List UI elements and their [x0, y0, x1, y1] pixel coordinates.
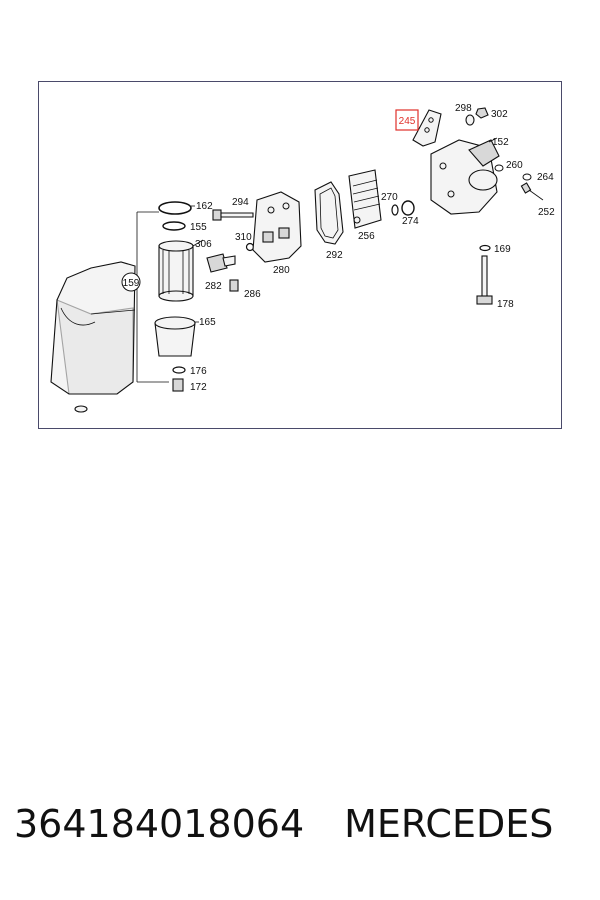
callout-162: 162: [196, 201, 213, 212]
seal-ring-274: [401, 200, 415, 216]
seal-310: [245, 242, 255, 252]
filter-element-306: [158, 239, 204, 302]
filter-cup-165: [154, 316, 199, 357]
callout-264: 264: [537, 172, 554, 183]
callout-245: 245: [399, 116, 416, 127]
washer-298: [465, 114, 475, 126]
diagram-frame: 159 162 155 306 165 176 172 294: [38, 81, 562, 429]
callout-292: 292: [326, 250, 343, 261]
callout-302: 302: [491, 109, 508, 120]
seal-270: [391, 204, 399, 216]
gasket-292: [314, 181, 344, 245]
callout-172: 172: [190, 382, 207, 393]
long-bolt-178: [476, 255, 493, 305]
callout-282: 282: [205, 281, 222, 292]
callout-260: 260: [506, 160, 523, 171]
oil-pan-housing: [50, 261, 136, 413]
callout-155: 155: [190, 222, 207, 233]
callout-280: 280: [273, 265, 290, 276]
callout-176: 176: [190, 366, 207, 377]
callout-294: 294: [232, 197, 249, 208]
washer-264: [522, 173, 532, 181]
callout-169: 169: [494, 244, 511, 255]
callout-270: 270: [381, 192, 398, 203]
callout-159: 159: [123, 278, 140, 289]
drain-plug-172: [172, 378, 184, 392]
filter-head-280: [252, 191, 302, 263]
callout-274: 274: [402, 216, 419, 227]
callout-310: 310: [235, 232, 252, 243]
callout-245-highlight: [395, 109, 419, 131]
sensor-282: [206, 253, 236, 273]
bracket-245: [412, 109, 442, 147]
plug-286: [229, 279, 239, 292]
seal-260: [494, 164, 504, 172]
drain-seal-176: [172, 366, 186, 374]
brand-name: MERCEDES: [344, 802, 554, 846]
nut-302: [475, 107, 489, 119]
bolt-252: [520, 182, 544, 201]
callout-252: 252: [538, 207, 555, 218]
product-caption: 364184018064 MERCEDES: [14, 802, 594, 866]
callout-165: 165: [199, 317, 216, 328]
callout-152: 152: [492, 137, 509, 148]
callout-256: 256: [358, 231, 375, 242]
callout-306: 306: [195, 239, 212, 250]
callout-298: 298: [455, 103, 472, 114]
filter-housing-152: [430, 137, 500, 215]
callout-178: 178: [497, 299, 514, 310]
seal-ring-155: [162, 221, 186, 231]
bolt-294: [212, 209, 254, 221]
exploded-parts-diagram: 159 162 155 306 165 176 172 294: [50, 103, 555, 413]
part-number: 364184018064: [14, 802, 305, 846]
seal-169: [479, 244, 491, 252]
o-ring-162: [158, 201, 195, 215]
oil-cooler-256: [348, 169, 382, 229]
callout-286: 286: [244, 289, 261, 300]
